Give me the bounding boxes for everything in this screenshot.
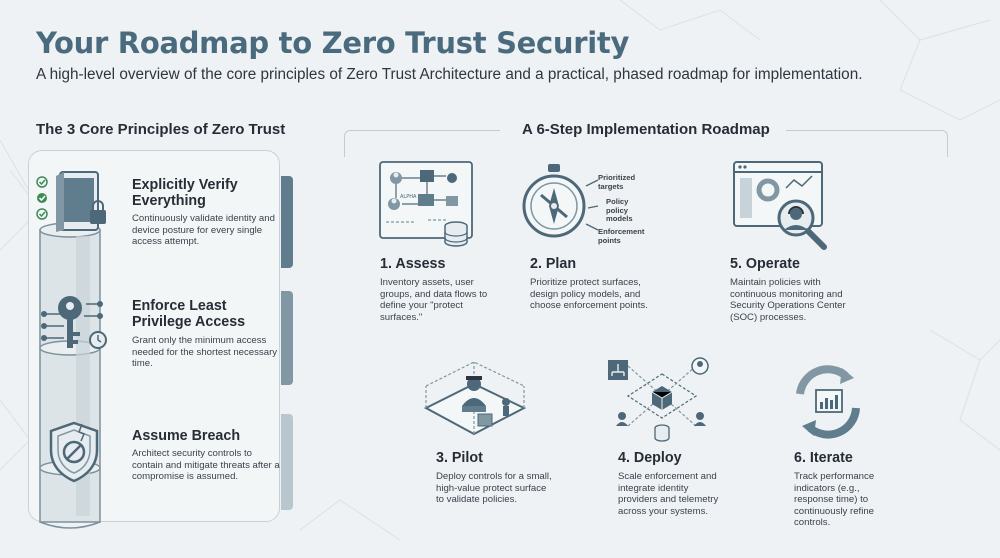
step-desc-pilot: Deploy controls for a small, high-value … [436, 471, 552, 505]
page-title: Your Roadmap to Zero Trust Security [36, 26, 630, 60]
step-desc-deploy: Scale enforcement and integrate identity… [618, 471, 719, 517]
deploy-network-icon [608, 357, 709, 442]
plan-callout-arrows [585, 179, 599, 231]
principle-tab-privilege [281, 291, 293, 385]
callout-policy-models: Policy policy models [606, 197, 633, 224]
network-map-icon: ALPHA [379, 161, 473, 247]
principle-tab-breach [281, 414, 293, 510]
step-desc-assess: Inventory assets, user groups, and data … [380, 277, 488, 323]
page-subtitle: A high-level overview of the core princi… [36, 66, 863, 83]
soc-monitor-icon [733, 161, 827, 250]
step-title-deploy: 4. Deploy [618, 450, 682, 466]
shield-icon [49, 421, 99, 483]
step-title-operate: 5. Operate [730, 256, 800, 272]
callout-prioritized-targets: Prioritized targets [598, 173, 636, 191]
principles-heading: The 3 Core Principles of Zero Trust [36, 121, 286, 138]
cycle-chart-icon [796, 365, 860, 439]
roadmap-heading: A 6-Step Implementation Roadmap [522, 121, 770, 138]
principle-desc-breach: Architect security controls to contain a… [132, 448, 280, 482]
callout-enforcement-points: Enforcement points [598, 227, 645, 245]
step-title-iterate: 6. Iterate [794, 450, 853, 466]
step-title-plan: 2. Plan [530, 256, 577, 272]
key-icon [41, 296, 107, 349]
principle-desc-verify: Continuously validate identity and devic… [132, 213, 275, 247]
step-desc-iterate: Track performance indicators (e.g., resp… [794, 471, 875, 528]
roadmap-bracket-gap [500, 126, 786, 134]
assess-tag: ALPHA [400, 194, 417, 200]
verify-device-icon [36, 171, 106, 232]
compass-icon [522, 164, 586, 238]
principle-title-privilege: Enforce Least Privilege Access [132, 298, 246, 330]
step-desc-operate: Maintain policies with continuous monito… [730, 277, 846, 323]
step-desc-plan: Prioritize protect surfaces, design poli… [530, 277, 648, 311]
principle-title-verify: Explicitly Verify Everything [132, 177, 238, 209]
step-title-assess: 1. Assess [380, 256, 446, 272]
pilot-zone-icon [423, 361, 527, 436]
step-title-pilot: 3. Pilot [436, 450, 483, 466]
principle-tab-verify [281, 176, 293, 268]
principle-title-breach: Assume Breach [132, 428, 241, 444]
principle-desc-privilege: Grant only the minimum access needed for… [132, 335, 278, 369]
